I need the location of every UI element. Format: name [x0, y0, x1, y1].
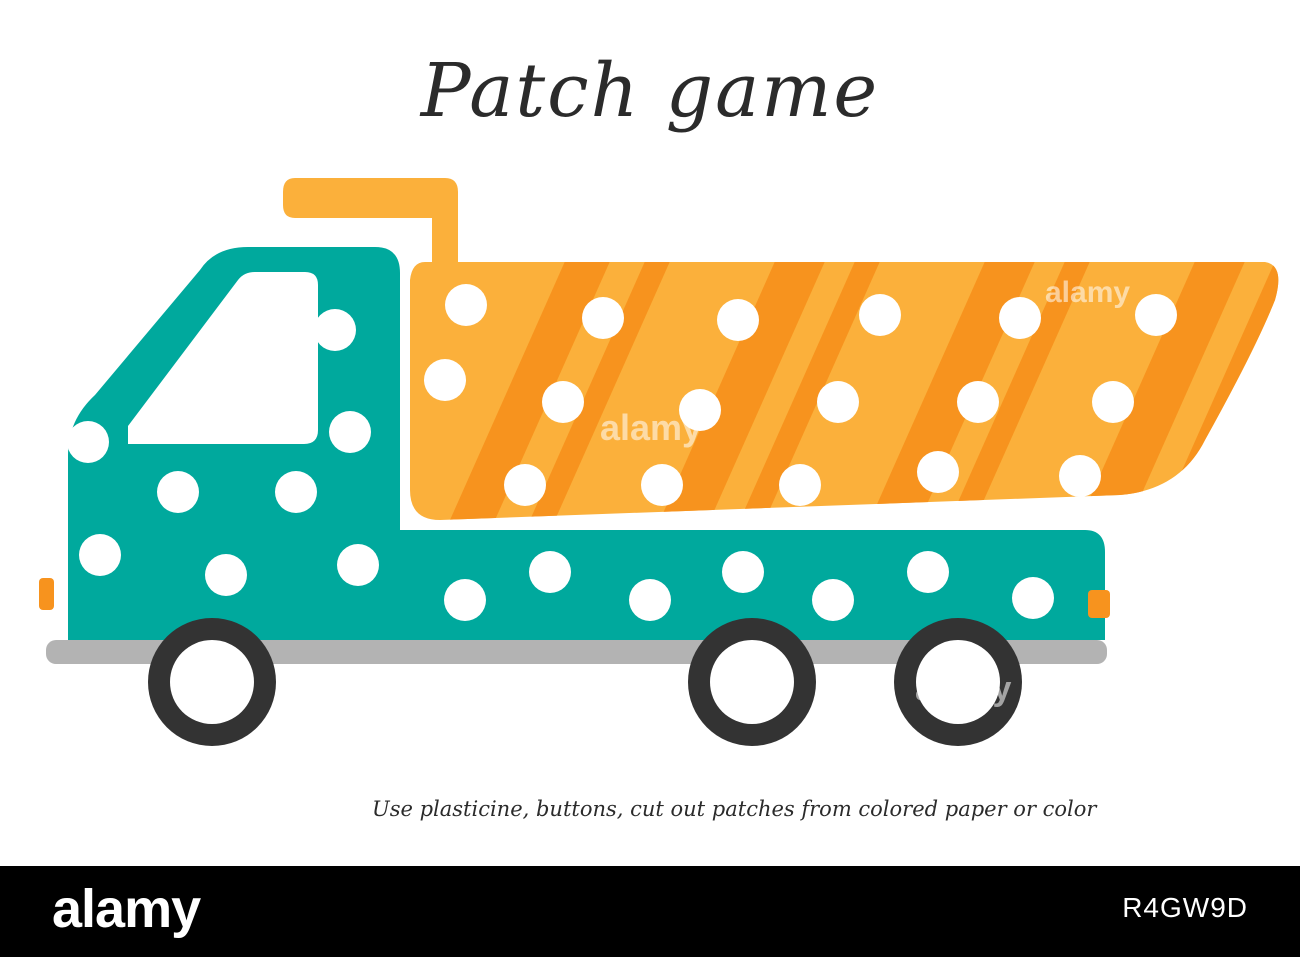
patch-spot[interactable]	[424, 359, 466, 401]
patch-spot[interactable]	[314, 309, 356, 351]
patch-spot[interactable]	[722, 551, 764, 593]
patch-spot[interactable]	[1092, 381, 1134, 423]
patch-spot[interactable]	[779, 464, 821, 506]
patch-spot[interactable]	[582, 297, 624, 339]
patch-spot[interactable]	[1012, 577, 1054, 619]
watermark-text: alamy	[1045, 276, 1130, 309]
patch-spot[interactable]	[817, 381, 859, 423]
patch-spot[interactable]	[504, 464, 546, 506]
watermark-text: alamy	[915, 670, 1011, 708]
watermark-overlay: alamy alamy alamy	[600, 276, 1130, 708]
stock-logo: alamy	[52, 879, 201, 939]
worksheet: Patch game	[39, 48, 1279, 821]
watermark-text: alamy	[600, 407, 702, 448]
patch-spot[interactable]	[679, 389, 721, 431]
patch-spot[interactable]	[542, 381, 584, 423]
patch-spot[interactable]	[529, 551, 571, 593]
patch-spot[interactable]	[717, 299, 759, 341]
instruction-text: Use plasticine, buttons, cut out patches…	[372, 797, 1097, 821]
patch-spot[interactable]	[79, 534, 121, 576]
patch-spot[interactable]	[917, 451, 959, 493]
patch-spot[interactable]	[1135, 294, 1177, 336]
cab-window	[128, 272, 318, 444]
image-code: R4GW9D	[1122, 892, 1248, 923]
patch-spot[interactable]	[337, 544, 379, 586]
patch-spots	[67, 284, 1177, 621]
rear-light	[1088, 590, 1110, 618]
patch-spot[interactable]	[205, 554, 247, 596]
patch-spot[interactable]	[445, 284, 487, 326]
chassis-bumper	[46, 640, 1107, 664]
patch-spot[interactable]	[957, 381, 999, 423]
patch-spot[interactable]	[812, 579, 854, 621]
patch-spot[interactable]	[67, 421, 109, 463]
middle-wheel	[688, 618, 816, 746]
patch-spot[interactable]	[629, 579, 671, 621]
patch-spot[interactable]	[641, 464, 683, 506]
front-wheel	[148, 618, 276, 746]
patch-spot[interactable]	[329, 411, 371, 453]
page-title: Patch game	[420, 48, 880, 134]
patch-spot[interactable]	[1059, 455, 1101, 497]
patch-spot[interactable]	[444, 579, 486, 621]
stock-footer-bar: alamy R4GW9D	[0, 866, 1300, 957]
patch-spot[interactable]	[275, 471, 317, 513]
patch-spot[interactable]	[157, 471, 199, 513]
dump-lift-arm	[283, 178, 458, 262]
patch-spot[interactable]	[999, 297, 1041, 339]
rear-wheel	[894, 618, 1022, 746]
dump-truck-illustration: alamy alamy alamy	[39, 178, 1279, 746]
patch-spot[interactable]	[859, 294, 901, 336]
patch-spot[interactable]	[907, 551, 949, 593]
front-light	[39, 578, 54, 610]
